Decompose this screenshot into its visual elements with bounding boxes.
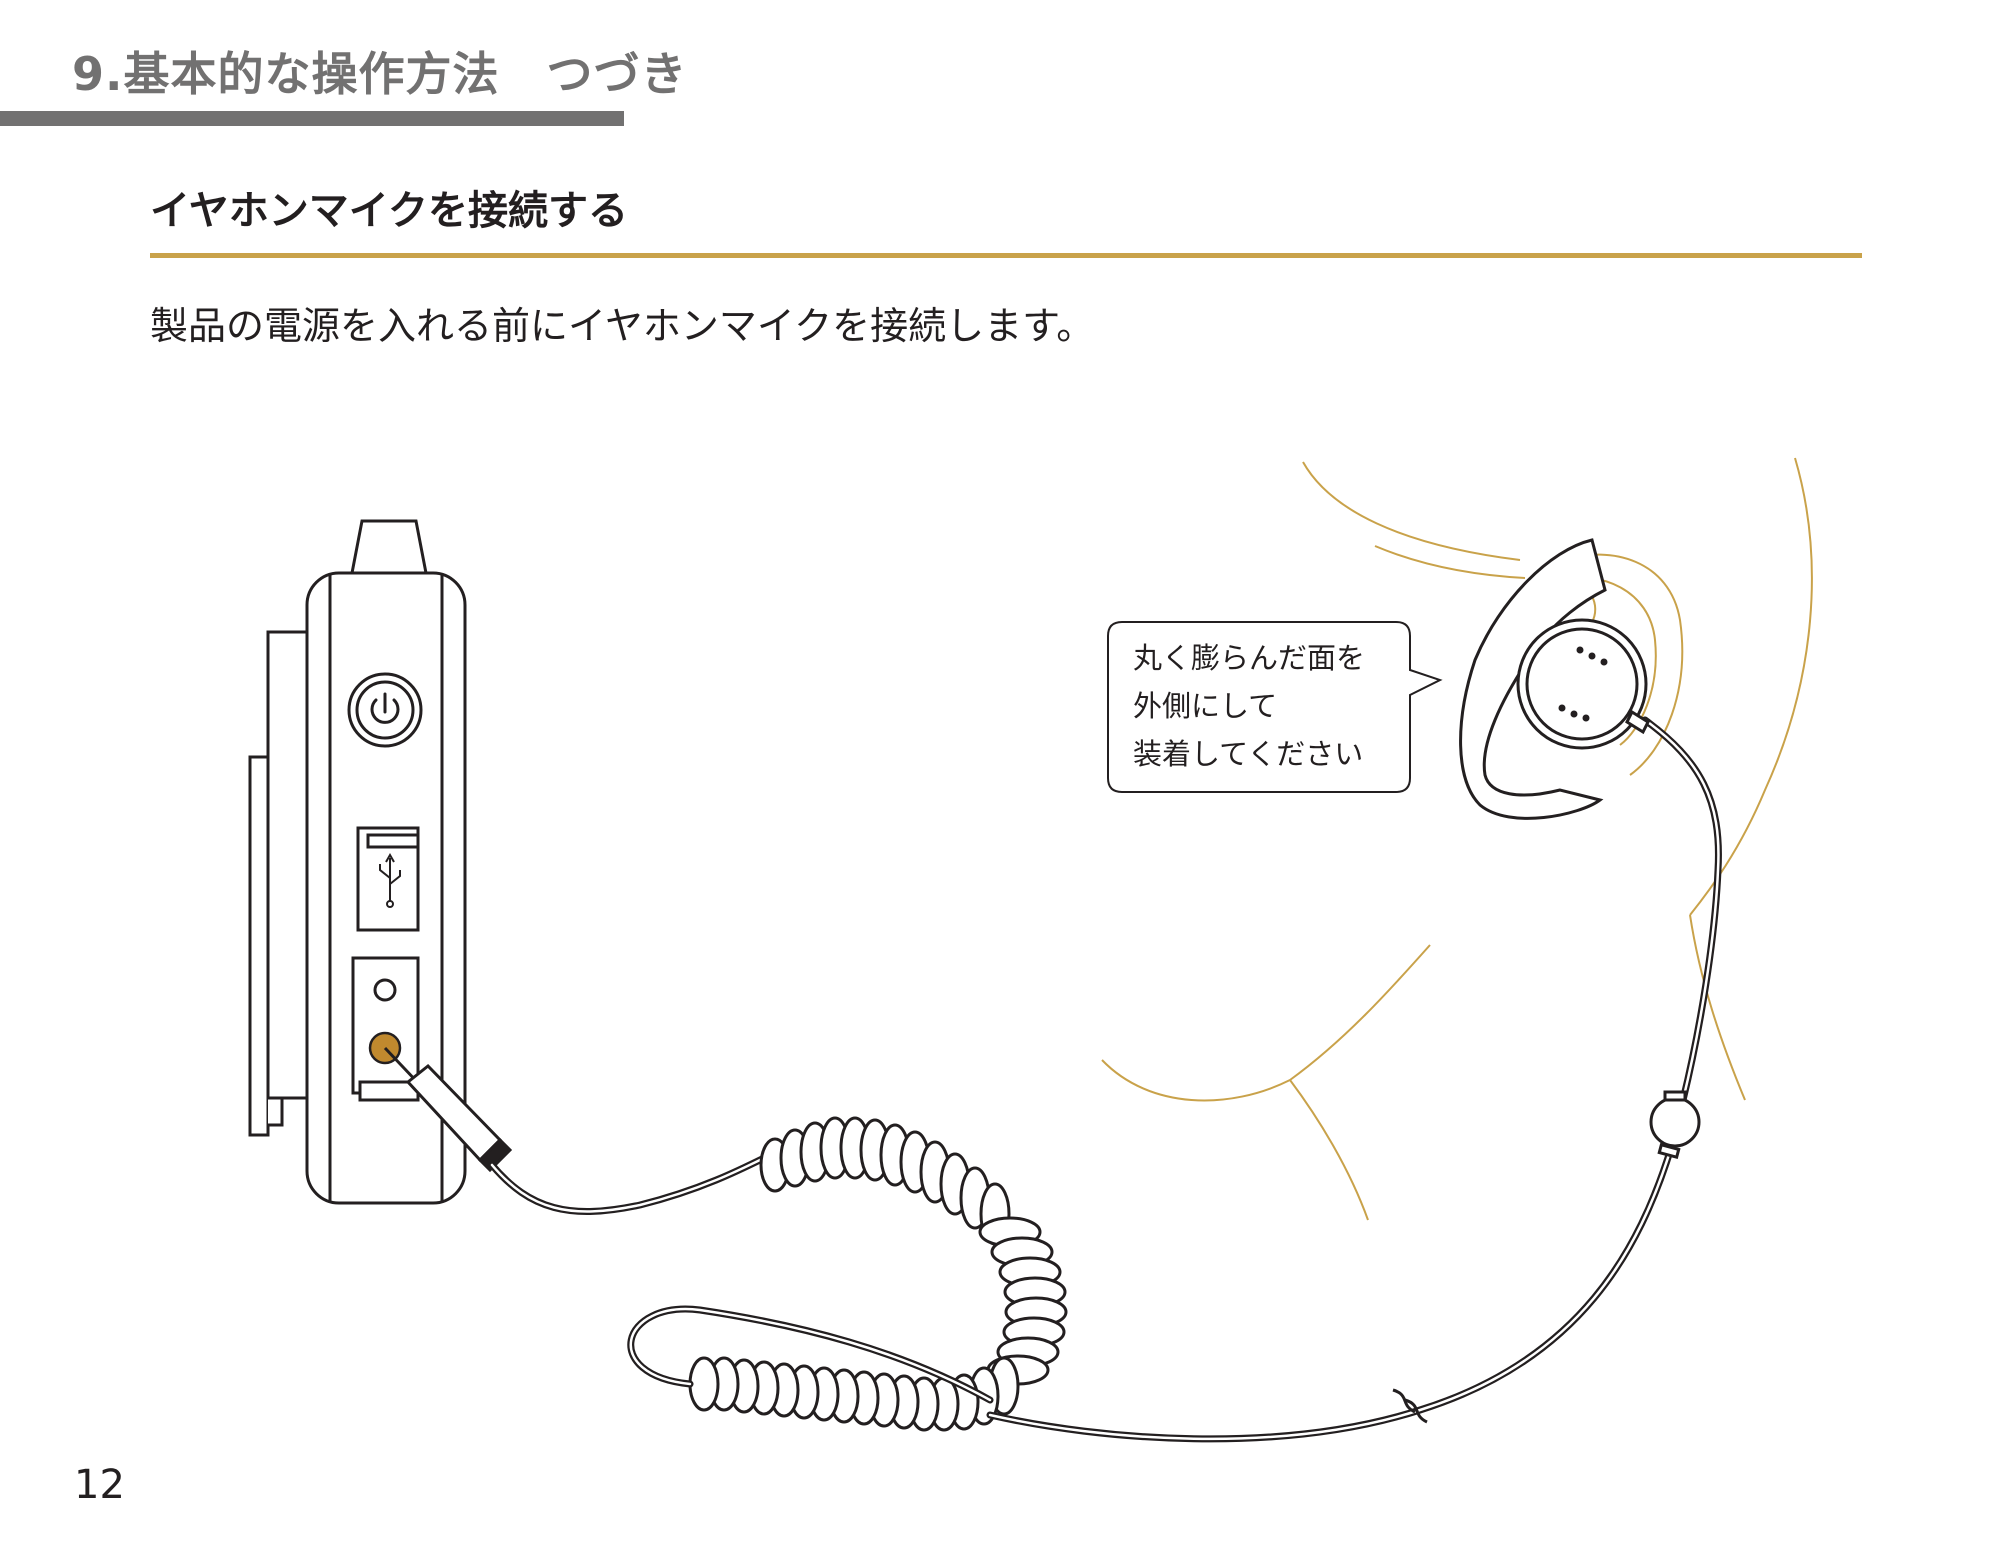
callout-bubble <box>1107 621 1443 793</box>
section-rule <box>150 253 1862 258</box>
inline-mic-icon <box>1649 1090 1701 1160</box>
callout-text: 丸く膨らんだ面を 外側にして 装着してください <box>1133 634 1365 778</box>
chapter-bar <box>0 111 624 126</box>
earphone-cable-loop <box>627 716 1722 1443</box>
power-icon <box>370 692 400 724</box>
ear-outline-icon <box>1101 457 1813 1221</box>
receiver-device-icon <box>248 519 467 1205</box>
usb-icon <box>379 852 401 908</box>
section-title: イヤホンマイクを接続する <box>150 188 628 234</box>
earphone-mic-icon <box>1459 538 1650 820</box>
chapter-title: 9.基本的な操作方法 つづき <box>72 47 688 101</box>
callout-line-1: 丸く膨らんだ面を <box>1133 641 1366 675</box>
callout-line-3: 装着してください <box>1133 737 1364 771</box>
lead-text: 製品の電源を入れる前にイヤホンマイクを接続します。 <box>150 304 1095 348</box>
page-number: 12 <box>74 1462 125 1508</box>
callout-line-2: 外側にして <box>1133 689 1278 723</box>
earphone-cable <box>488 1151 774 1215</box>
plug-icon <box>383 1046 513 1173</box>
